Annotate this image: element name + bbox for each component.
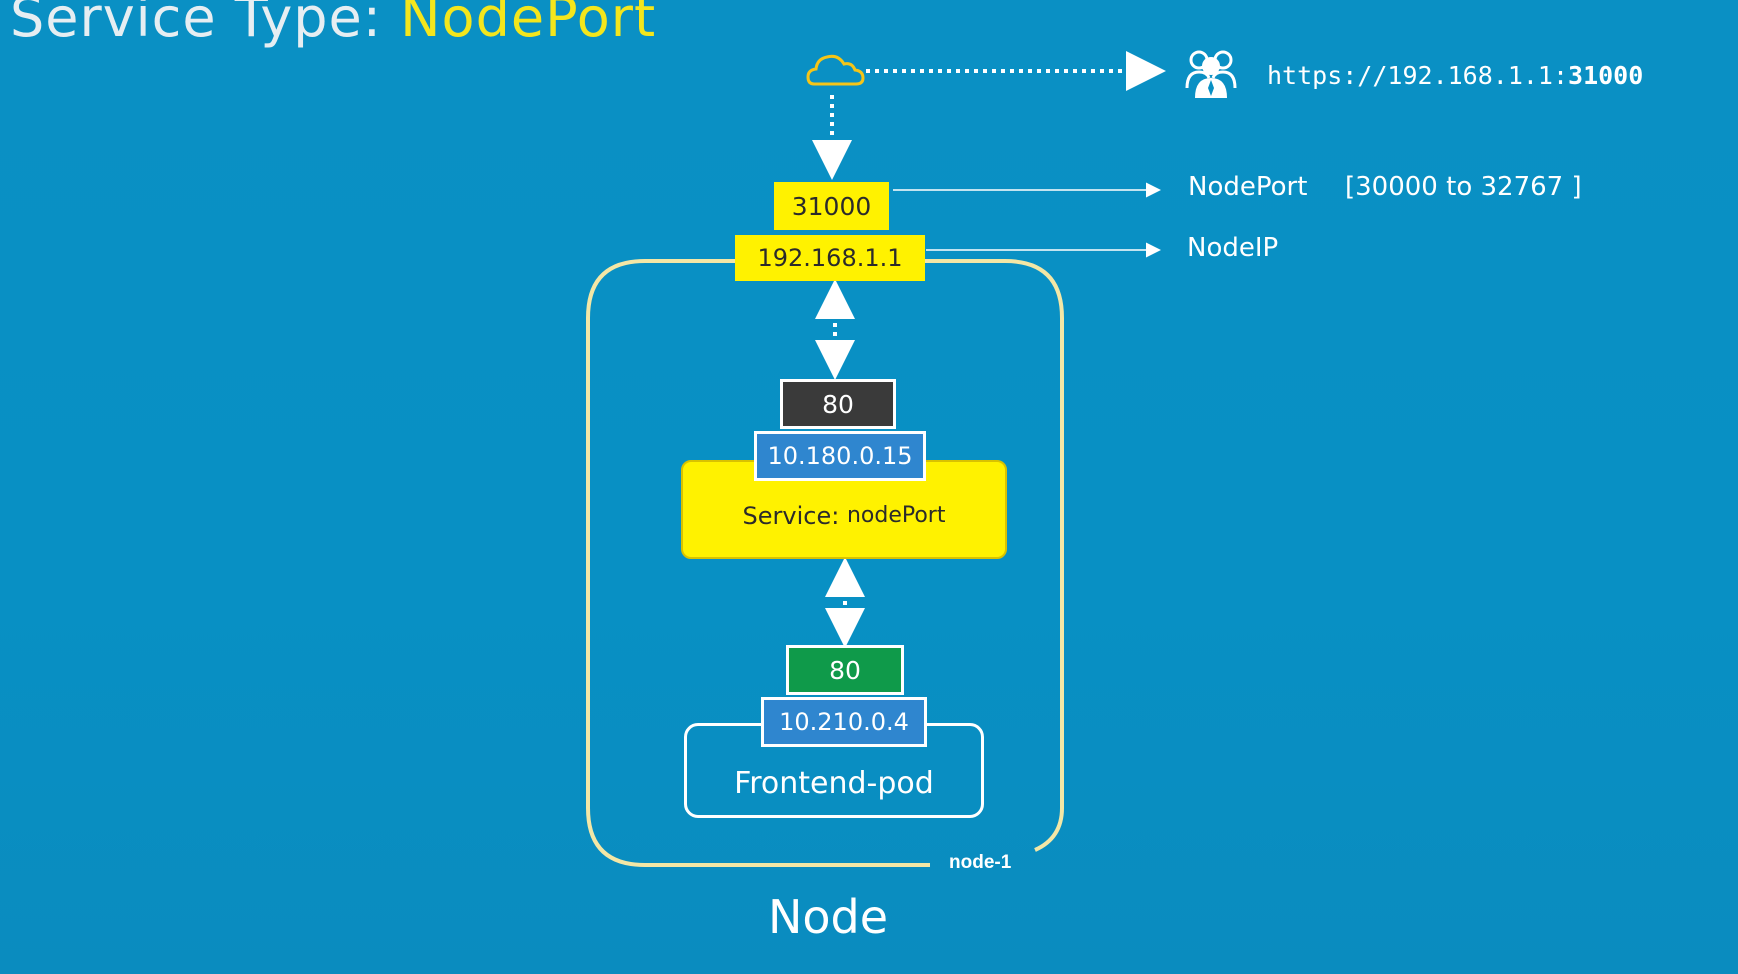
- node-caption: Node: [768, 890, 889, 944]
- title-prefix: Service Type:: [10, 0, 401, 49]
- nodeport-range: [30000 to 32767 ]: [1345, 172, 1582, 202]
- nodeip-label: NodeIP: [1187, 233, 1279, 263]
- node-ip-box: 192.168.1.1: [735, 235, 925, 281]
- title-accent: NodePort: [400, 0, 657, 49]
- cloud-icon: [806, 54, 865, 86]
- service-port-box: 80: [780, 379, 896, 429]
- pod-port-box: 80: [786, 645, 904, 695]
- service-ip-box: 10.180.0.15: [754, 431, 926, 481]
- url-prefix: https://192.168.1.1:: [1267, 61, 1569, 90]
- service-label: Service:: [742, 501, 840, 530]
- page-title: Service Type: NodePort: [10, 0, 656, 49]
- users-icon: [1185, 50, 1237, 98]
- node-border: [586, 259, 1064, 867]
- node-name-label: node-1: [949, 852, 1012, 873]
- nodeport-label: NodePort: [1188, 172, 1308, 202]
- pod-ip-box: 10.210.0.4: [761, 697, 927, 747]
- node-port-box: 31000: [774, 182, 889, 230]
- client-url: https://192.168.1.1:31000: [1267, 61, 1643, 90]
- service-type: nodePort: [846, 503, 946, 528]
- url-port: 31000: [1568, 61, 1644, 90]
